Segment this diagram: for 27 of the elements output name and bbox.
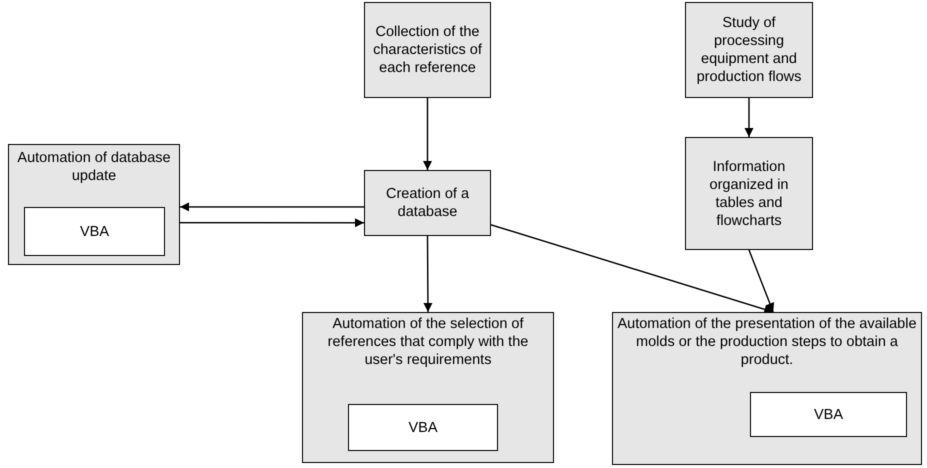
process-box [685, 137, 813, 250]
box-text: VBA [814, 406, 843, 424]
box-text: Information organized in tables and flowcharts [708, 158, 790, 230]
box-text: VBA [80, 222, 109, 240]
box-text: Creation of a database [384, 185, 470, 221]
process-box [364, 170, 491, 236]
arrow [748, 250, 774, 312]
arrow [423, 236, 432, 312]
arrow [490, 224, 774, 314]
box-text: Collection of the characteristics of each reference [372, 23, 483, 77]
box-text: Automation of the selection of references that comply with the user's requirements [326, 315, 530, 369]
tool-box [750, 392, 907, 437]
arrow [180, 218, 364, 228]
process-box [612, 312, 922, 465]
box-text: VBA [408, 418, 438, 436]
tool-box [24, 207, 165, 256]
process-box [302, 312, 554, 463]
process-box [8, 144, 180, 265]
tool-box [348, 404, 498, 451]
box-text: Automation of the presentation of the available molds or the production steps to obtain a product. [617, 315, 917, 369]
process-box [685, 2, 813, 98]
process-box [364, 2, 491, 98]
box-text: Study of processing equipment and production flows [696, 14, 802, 86]
arrow [744, 98, 754, 137]
arrow [423, 98, 432, 170]
box-text: Automation of database update [16, 149, 172, 185]
arrow [180, 202, 364, 212]
